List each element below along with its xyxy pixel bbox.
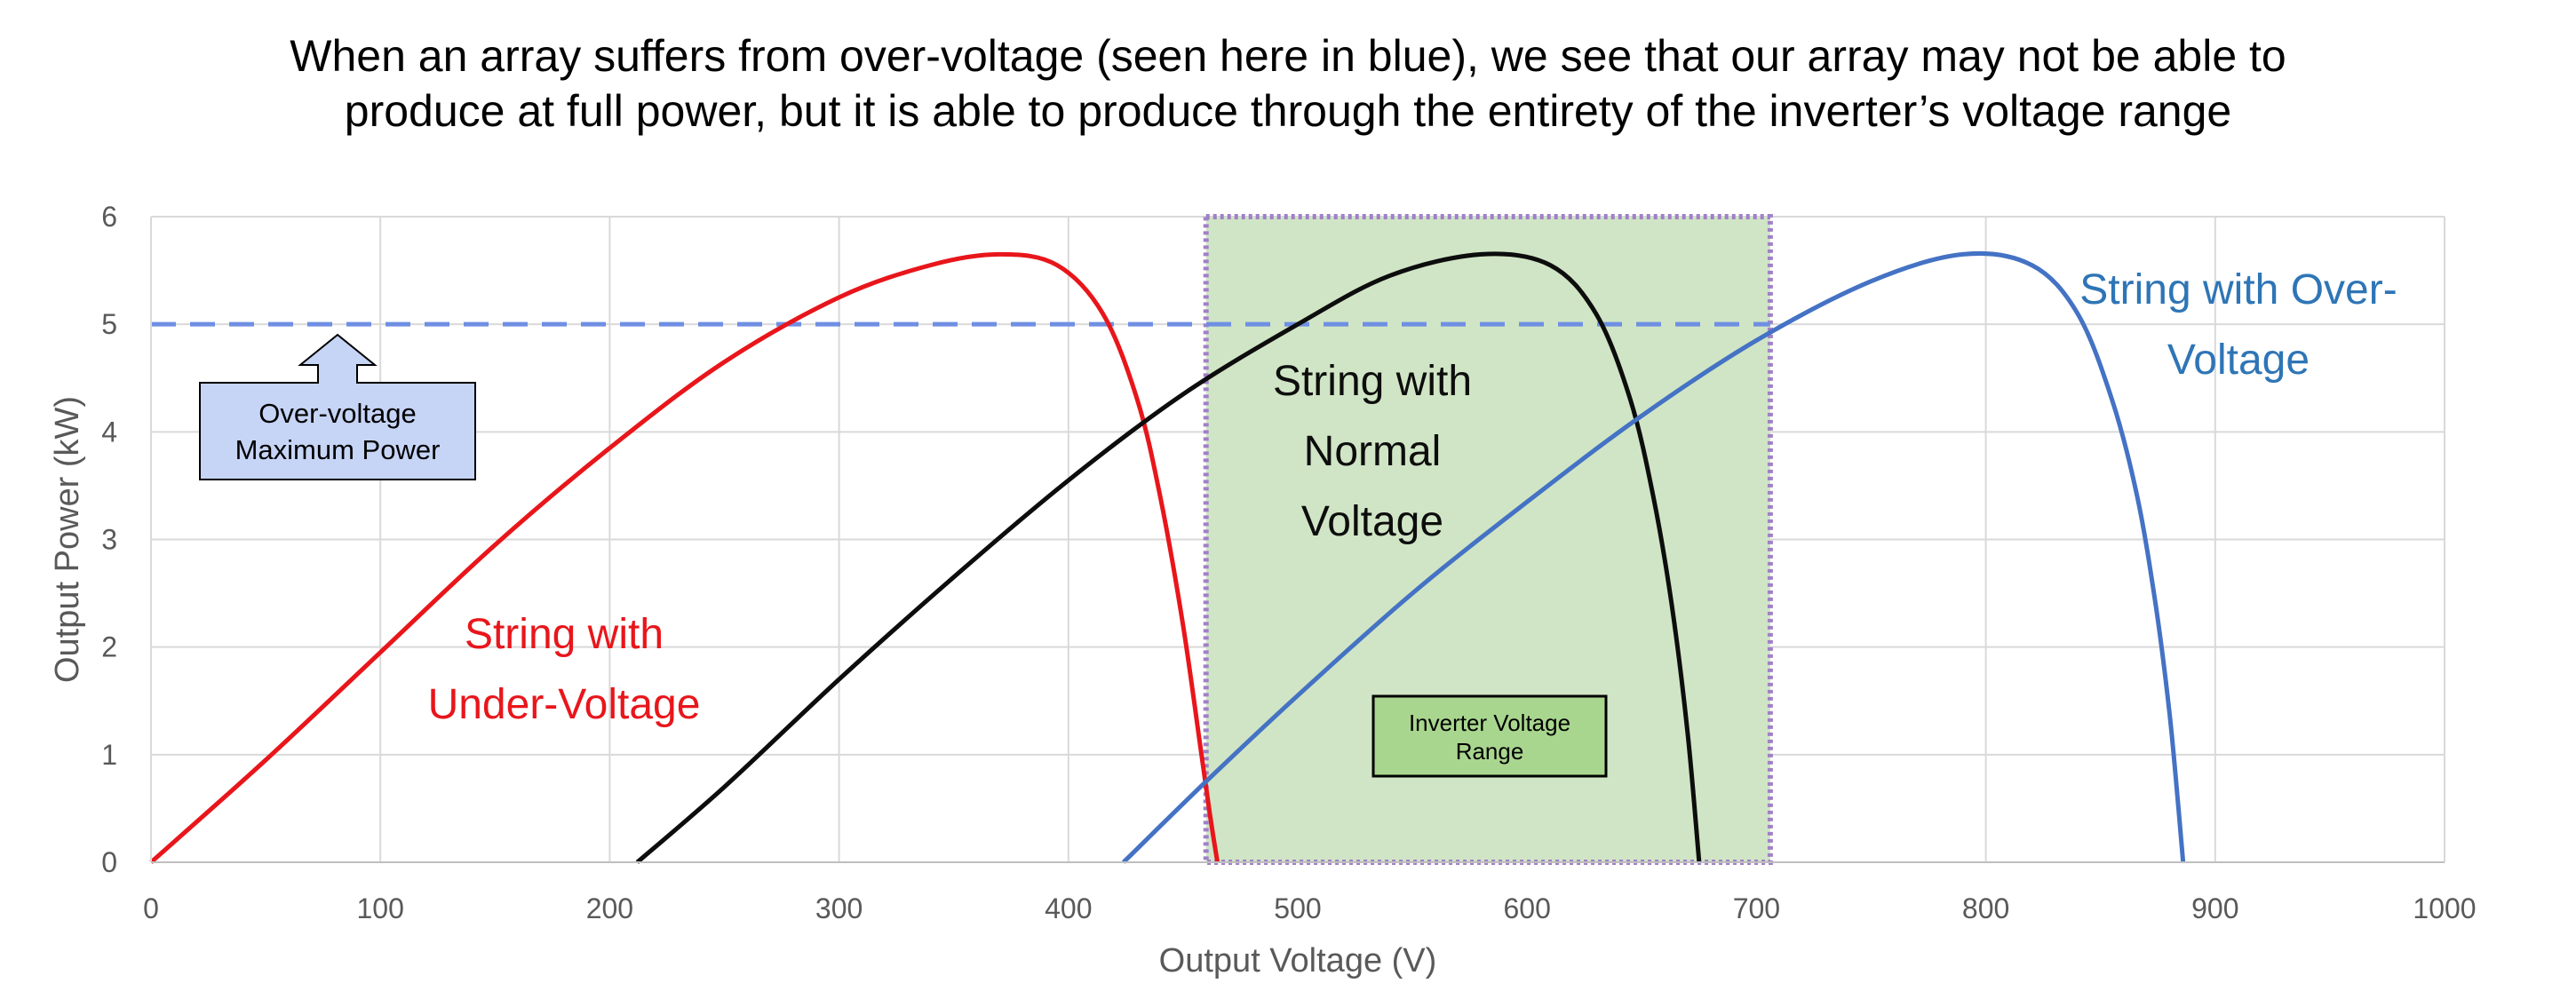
x-tick-label: 700 xyxy=(1733,892,1780,924)
x-tick-label: 600 xyxy=(1504,892,1551,924)
normal-voltage-label: Normal xyxy=(1304,428,1442,475)
inverter-range-label-text: Inverter Voltage xyxy=(1409,710,1570,736)
x-tick-label: 400 xyxy=(1045,892,1092,924)
axes: 0 100 200 300 400 500 600 700 800 900 1000 0 1 2 3 4 5 6O… xyxy=(49,201,2477,979)
over-voltage-max-power-callout xyxy=(199,333,476,480)
over-voltage-curve xyxy=(1122,250,2186,864)
y-tick-label: 0 xyxy=(101,846,117,878)
x-tick-label: 800 xyxy=(1962,892,2009,924)
y-axis-title: Output Power (kW) xyxy=(49,396,86,683)
x-tick-label: 900 xyxy=(2191,892,2238,924)
normal-voltage-curve xyxy=(635,251,1702,864)
under-voltage-label: String with xyxy=(465,611,664,658)
over-voltage-label: String with Over- xyxy=(2079,266,2397,313)
x-tick-label: 300 xyxy=(815,892,863,924)
x-axis-title: Output Voltage (V) xyxy=(1159,942,1437,979)
y-tick-label: 6 xyxy=(101,201,117,233)
chart-title: When an array suffers from over-voltage … xyxy=(290,31,2286,136)
inverter-range-label-box xyxy=(1371,694,1608,778)
x-tick-label: 100 xyxy=(357,892,404,924)
y-tick-label: 5 xyxy=(101,308,117,340)
normal-voltage-label: String with xyxy=(1273,358,1472,405)
normal-voltage-label: Voltage xyxy=(1301,498,1443,545)
x-tick-label: 200 xyxy=(586,892,633,924)
under-voltage-label: Under-Voltage xyxy=(428,681,701,728)
y-tick-label: 3 xyxy=(101,524,117,556)
over-voltage-max-power-text: Over-voltage xyxy=(258,398,416,429)
inverter-range-label-text: Range xyxy=(1456,738,1524,765)
y-tick-label: 4 xyxy=(101,416,117,448)
x-tick-label: 0 xyxy=(143,892,159,924)
y-tick-label: 2 xyxy=(101,631,117,663)
over-voltage-max-power-text: Maximum Power xyxy=(235,434,441,465)
x-tick-label: 500 xyxy=(1274,892,1321,924)
chart-title-line: produce at full power, but it is able to… xyxy=(345,86,2231,136)
chart-title-line: When an array suffers from over-voltage … xyxy=(290,31,2286,81)
over-voltage-label: Voltage xyxy=(2167,337,2310,384)
x-tick-label: 1000 xyxy=(2413,892,2476,924)
series-lines xyxy=(149,250,2186,864)
under-voltage-curve xyxy=(149,251,1220,864)
y-tick-label: 1 xyxy=(101,739,117,771)
